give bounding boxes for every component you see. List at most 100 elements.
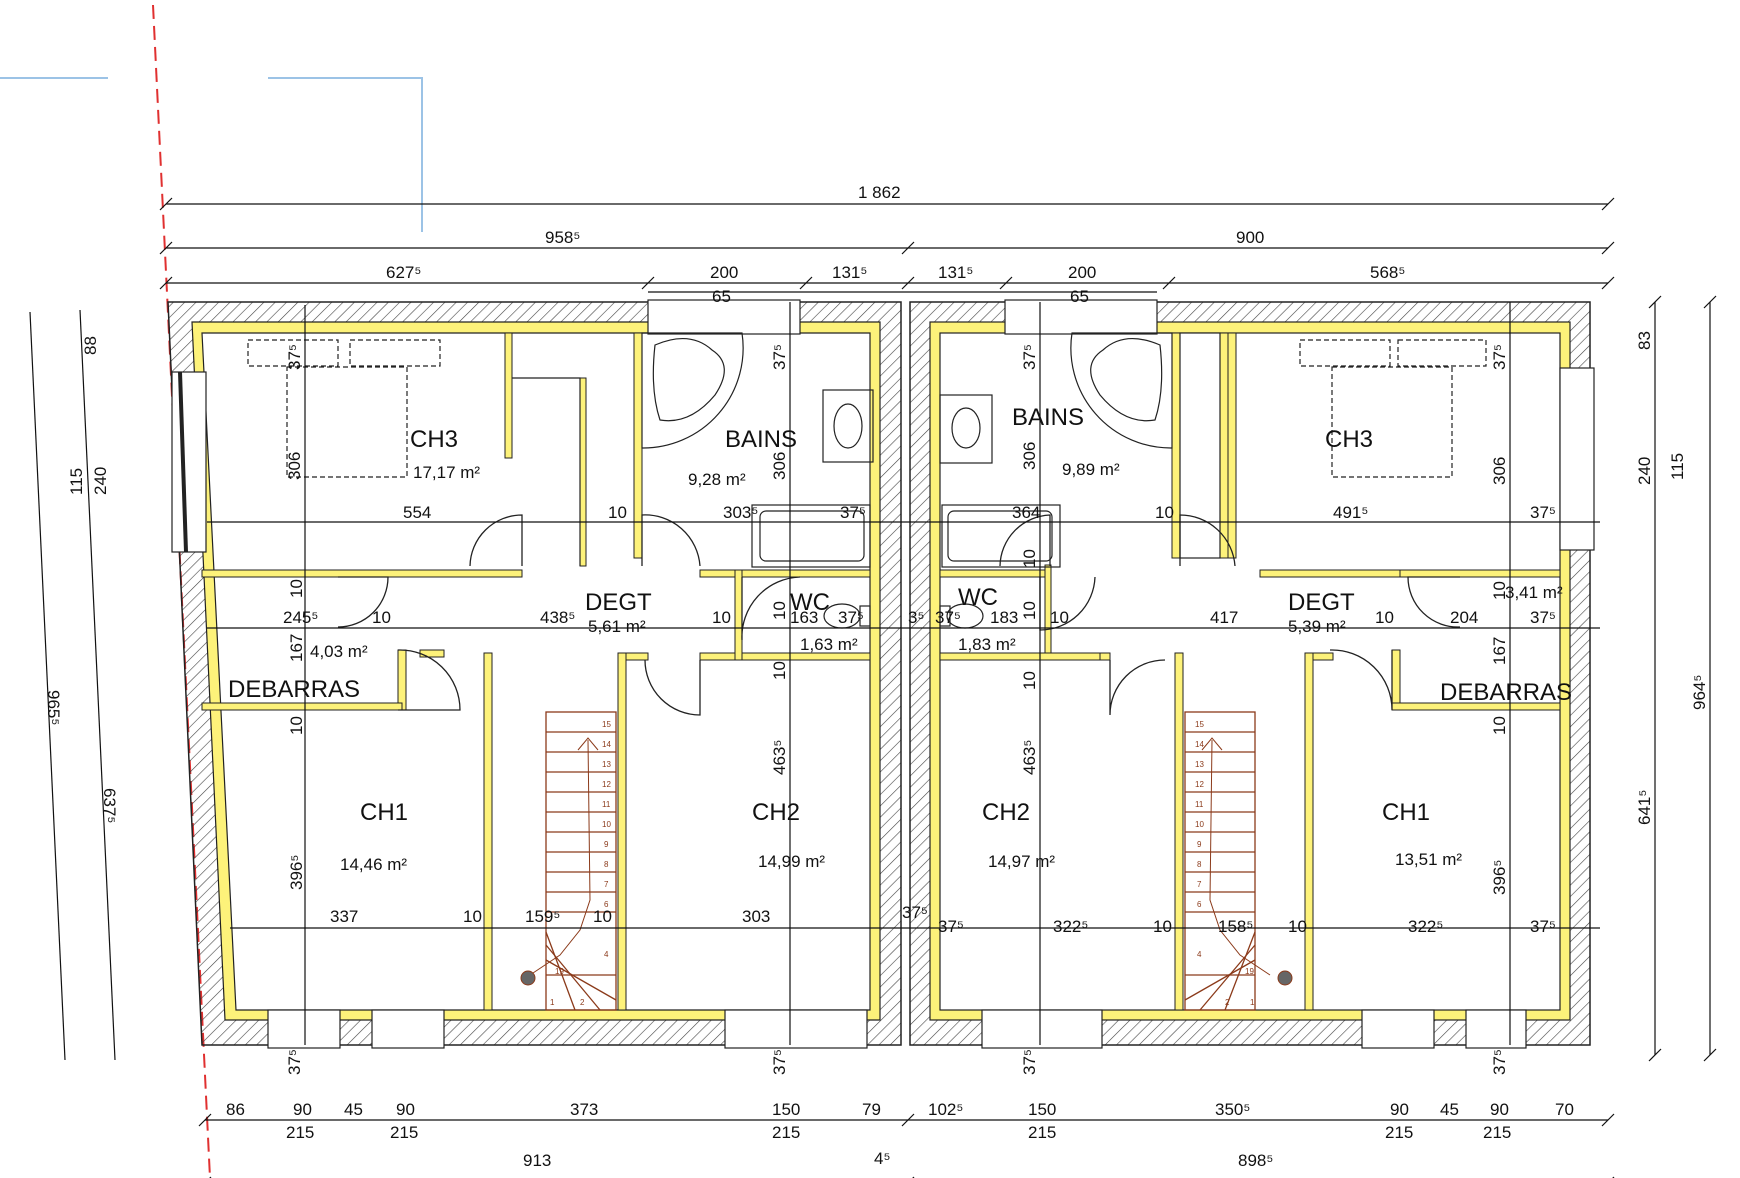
svg-text:10: 10	[1020, 601, 1039, 620]
room-area: 3,41 m²	[1505, 583, 1563, 602]
svg-text:913: 913	[523, 1151, 551, 1170]
svg-text:37⁵: 37⁵	[935, 608, 961, 627]
svg-text:10: 10	[608, 503, 627, 522]
room-area: 14,46 m²	[340, 855, 407, 874]
svg-text:641⁵: 641⁵	[1635, 790, 1654, 825]
svg-text:303⁵: 303⁵	[723, 503, 758, 522]
left-dimension-labels: 88 240 115 965⁵ 637⁵	[44, 336, 119, 823]
svg-text:364: 364	[1012, 503, 1040, 522]
room-label: CH1	[360, 799, 408, 826]
svg-text:79: 79	[862, 1100, 881, 1119]
bottom-dimension-labels: 86 90 215 45 90 215 373 150 215 79 102⁵ …	[226, 1100, 1574, 1170]
svg-text:10: 10	[1490, 716, 1509, 735]
svg-text:10: 10	[1153, 917, 1172, 936]
svg-text:13: 13	[1195, 760, 1204, 769]
svg-text:958⁵: 958⁵	[545, 228, 580, 247]
svg-text:183: 183	[990, 608, 1018, 627]
room-area: 9,28 m²	[688, 470, 746, 489]
svg-text:10: 10	[602, 820, 611, 829]
svg-text:306: 306	[1490, 457, 1509, 485]
svg-text:37⁵: 37⁵	[840, 503, 866, 522]
dimension-lines	[29, 203, 1711, 1121]
svg-text:159⁵: 159⁵	[525, 907, 560, 926]
svg-text:37⁵: 37⁵	[1490, 1049, 1509, 1075]
svg-text:373: 373	[570, 1100, 598, 1119]
svg-text:37⁵: 37⁵	[770, 1049, 789, 1075]
svg-text:215: 215	[390, 1123, 418, 1142]
svg-text:2: 2	[580, 998, 585, 1007]
svg-text:14: 14	[602, 740, 611, 749]
svg-text:10: 10	[463, 907, 482, 926]
stair-post-right	[1277, 970, 1293, 986]
svg-text:150: 150	[772, 1100, 800, 1119]
svg-text:14: 14	[1195, 740, 1204, 749]
svg-text:90: 90	[293, 1100, 312, 1119]
svg-text:396⁵: 396⁵	[1490, 860, 1509, 895]
svg-text:898⁵: 898⁵	[1238, 1151, 1273, 1170]
svg-text:9: 9	[1197, 840, 1202, 849]
svg-text:37⁵: 37⁵	[938, 917, 964, 936]
svg-text:900: 900	[1236, 228, 1264, 247]
svg-text:1: 1	[1250, 998, 1255, 1007]
inner-dimension-labels: 554 10 303⁵ 37⁵ 364 10 491⁵ 37⁵ 245⁵ 10 …	[283, 503, 1556, 936]
room-area: 1,63 m²	[800, 635, 858, 654]
svg-text:12: 12	[1195, 780, 1204, 789]
svg-text:4: 4	[604, 950, 609, 959]
svg-text:10: 10	[287, 716, 306, 735]
svg-text:964⁵: 964⁵	[1690, 675, 1709, 710]
svg-text:10: 10	[1288, 917, 1307, 936]
svg-text:37⁵: 37⁵	[1020, 1049, 1039, 1075]
svg-text:13: 13	[602, 760, 611, 769]
svg-text:90: 90	[1390, 1100, 1409, 1119]
room-area: 5,39 m²	[1288, 617, 1346, 636]
room-area: 9,89 m²	[1062, 460, 1120, 479]
svg-text:1: 1	[550, 998, 555, 1007]
svg-text:10: 10	[1490, 581, 1509, 600]
svg-text:37⁵: 37⁵	[902, 903, 928, 922]
room-label: CH1	[1382, 799, 1430, 826]
svg-text:8: 8	[1197, 860, 1202, 869]
svg-text:167: 167	[1490, 637, 1509, 665]
svg-text:215: 215	[286, 1123, 314, 1142]
room-area: 4,03 m²	[310, 642, 368, 661]
svg-text:90: 90	[1490, 1100, 1509, 1119]
svg-text:37⁵: 37⁵	[285, 1049, 304, 1075]
svg-text:215: 215	[1483, 1123, 1511, 1142]
outer-walls-left	[167, 301, 902, 1046]
doors	[337, 514, 1461, 716]
room-label: CH2	[982, 799, 1030, 826]
svg-text:438⁵: 438⁵	[540, 608, 575, 627]
svg-text:306: 306	[1020, 442, 1039, 470]
svg-text:463⁵: 463⁵	[1020, 740, 1039, 775]
svg-text:6: 6	[1197, 900, 1202, 909]
svg-text:37⁵: 37⁵	[1020, 344, 1039, 370]
svg-text:7: 7	[604, 880, 609, 889]
svg-text:417: 417	[1210, 608, 1238, 627]
svg-text:337: 337	[330, 907, 358, 926]
svg-text:83: 83	[1635, 331, 1654, 350]
svg-text:37⁵: 37⁵	[285, 344, 304, 370]
svg-text:215: 215	[1385, 1123, 1413, 1142]
svg-text:322⁵: 322⁵	[1408, 917, 1443, 936]
room-label: DEGT	[1288, 589, 1355, 616]
svg-text:200: 200	[710, 263, 738, 282]
svg-text:245⁵: 245⁵	[283, 608, 318, 627]
svg-text:350⁵: 350⁵	[1215, 1100, 1250, 1119]
svg-text:8: 8	[604, 860, 609, 869]
svg-text:10: 10	[1020, 671, 1039, 690]
svg-text:65: 65	[1070, 287, 1089, 306]
svg-text:10: 10	[712, 608, 731, 627]
partitions	[512, 332, 1221, 566]
svg-text:322⁵: 322⁵	[1053, 917, 1088, 936]
svg-text:37⁵: 37⁵	[1530, 608, 1556, 627]
svg-text:15: 15	[602, 720, 611, 729]
svg-text:637⁵: 637⁵	[100, 788, 119, 823]
top-dimension-labels: 1 862 958⁵ 900 627⁵ 200 65 131⁵ 131⁵ 200…	[386, 183, 1405, 306]
svg-text:70: 70	[1555, 1100, 1574, 1119]
interior-walls	[201, 332, 1561, 1011]
svg-text:10: 10	[1020, 549, 1039, 568]
room-area: 14,97 m²	[988, 852, 1055, 871]
room-label: DEBARRAS	[1440, 679, 1572, 706]
svg-text:215: 215	[772, 1123, 800, 1142]
svg-text:4: 4	[1197, 950, 1202, 959]
